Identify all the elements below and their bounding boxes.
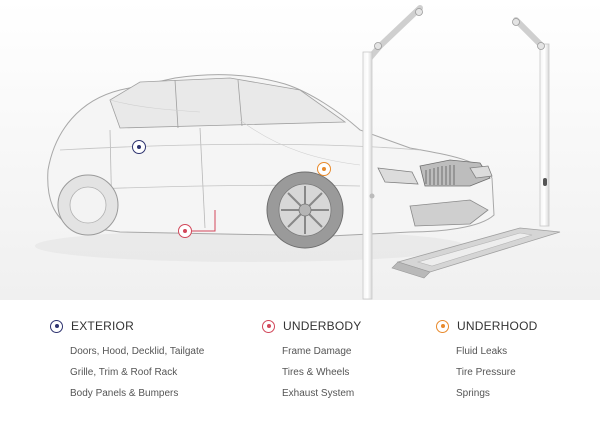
underhood-hotspot[interactable] [317,162,331,176]
exterior-title: EXTERIOR [71,319,134,333]
underhood-item-list: Fluid Leaks Tire Pressure Springs [456,346,537,409]
exterior-legend-header[interactable]: EXTERIOR [50,318,204,334]
exterior-item-list: Doors, Hood, Decklid, Tailgate Grille, T… [70,346,204,409]
underhood-legend: UNDERHOOD Fluid Leaks Tire Pressure Spri… [436,318,537,409]
list-item: Body Panels & Bumpers [70,388,179,399]
list-item: Frame Damage [282,346,352,357]
list-item: Exhaust System [282,388,355,399]
underbody-title: UNDERBODY [283,319,362,333]
underbody-legend: UNDERBODY Frame Damage Tires & Wheels Ex… [262,318,361,409]
list-item: Tires & Wheels [282,367,350,378]
underbody-legend-header[interactable]: UNDERBODY [262,318,361,334]
exterior-dot-icon [50,319,63,333]
vehicle-illustration [0,0,600,300]
exterior-legend: EXTERIOR Doors, Hood, Decklid, Tailgate … [50,318,204,409]
list-item: Doors, Hood, Decklid, Tailgate [70,346,205,357]
list-item: Grille, Trim & Roof Rack [70,367,178,378]
underbody-item-list: Frame Damage Tires & Wheels Exhaust Syst… [282,346,361,409]
list-item: Fluid Leaks [456,346,508,357]
underhood-title: UNDERHOOD [457,319,538,333]
car-wireframe-image [0,0,600,300]
underhood-dot-icon [436,319,449,333]
list-item: Tire Pressure [456,367,516,378]
exterior-hotspot[interactable] [132,140,146,154]
list-item: Springs [456,388,490,399]
underbody-dot-icon [262,319,275,333]
underbody-hotspot[interactable] [178,224,192,238]
underhood-legend-header[interactable]: UNDERHOOD [436,318,537,334]
